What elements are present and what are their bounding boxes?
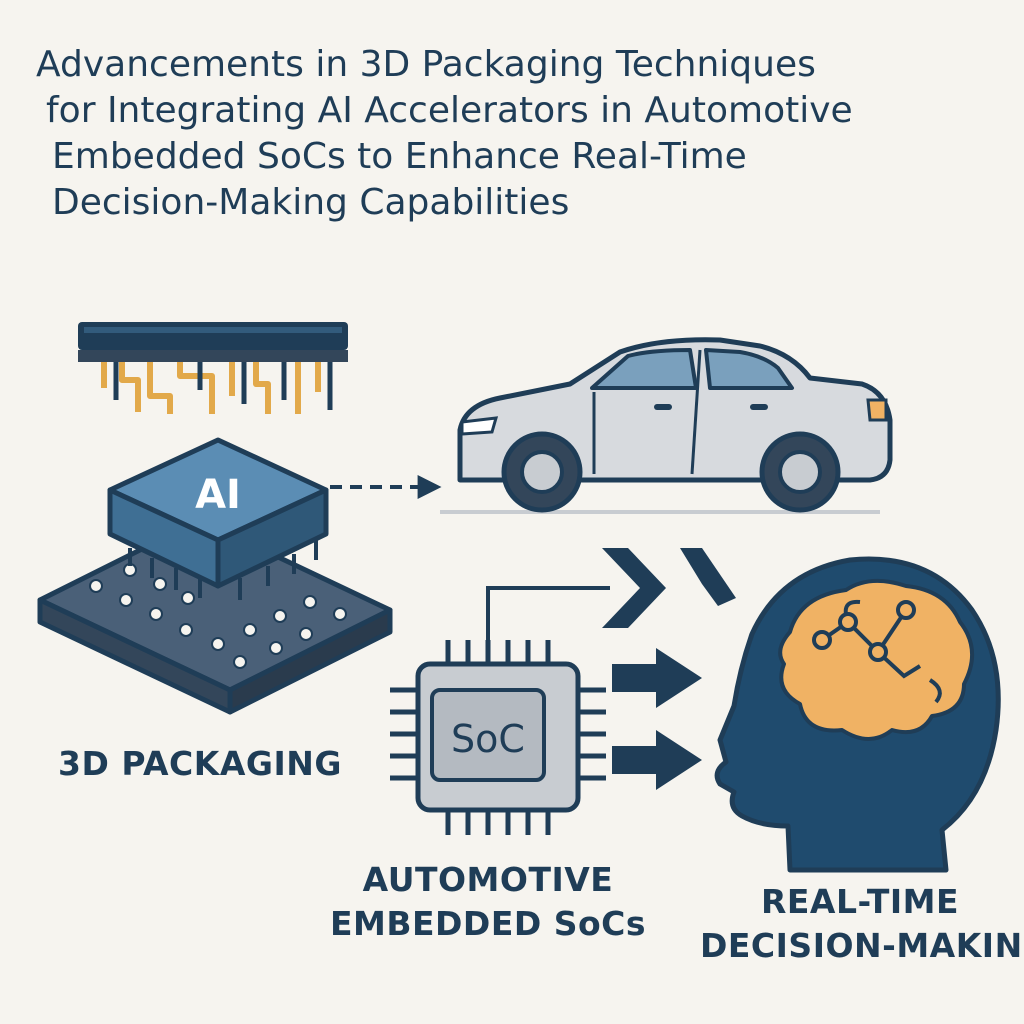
chip-pins (128, 540, 318, 600)
ai-chip-icon: AI (107, 437, 329, 589)
page-title: Advancements in 3D Packaging Techniques … (36, 42, 1016, 226)
realtime-label-line-2: DECISION-MAKING (700, 926, 1024, 965)
car-icon (440, 337, 893, 514)
realtime-label: REAL-TIME DECISION-MAKING (700, 880, 1024, 968)
interposer-icon (78, 322, 348, 414)
title-line-1: Advancements in 3D Packaging Techniques (36, 44, 816, 85)
ai-chip-label: AI (195, 472, 241, 518)
title-line-3: Embedded SoCs to Enhance Real-Time (52, 136, 747, 177)
package-substrate (37, 517, 393, 715)
soc-chip-icon: SoC (390, 640, 606, 835)
arrow-icon (602, 548, 736, 790)
soc-chip-label: SoC (451, 717, 525, 761)
soc-label-line-1: AUTOMOTIVE (362, 860, 614, 899)
title-line-4: Decision-Making Capabilities (52, 182, 570, 223)
realtime-label-line-1: REAL-TIME (760, 882, 960, 921)
head-brain-icon (714, 556, 1001, 873)
packaging-label: 3D PACKAGING (58, 744, 342, 783)
soc-label-line-2: EMBEDDED SoCs (329, 904, 647, 943)
flow-arrows (486, 586, 610, 640)
title-line-2: for Integrating AI Accelerators in Autom… (46, 90, 853, 131)
soc-label: AUTOMOTIVE EMBEDDED SoCs (318, 858, 658, 946)
